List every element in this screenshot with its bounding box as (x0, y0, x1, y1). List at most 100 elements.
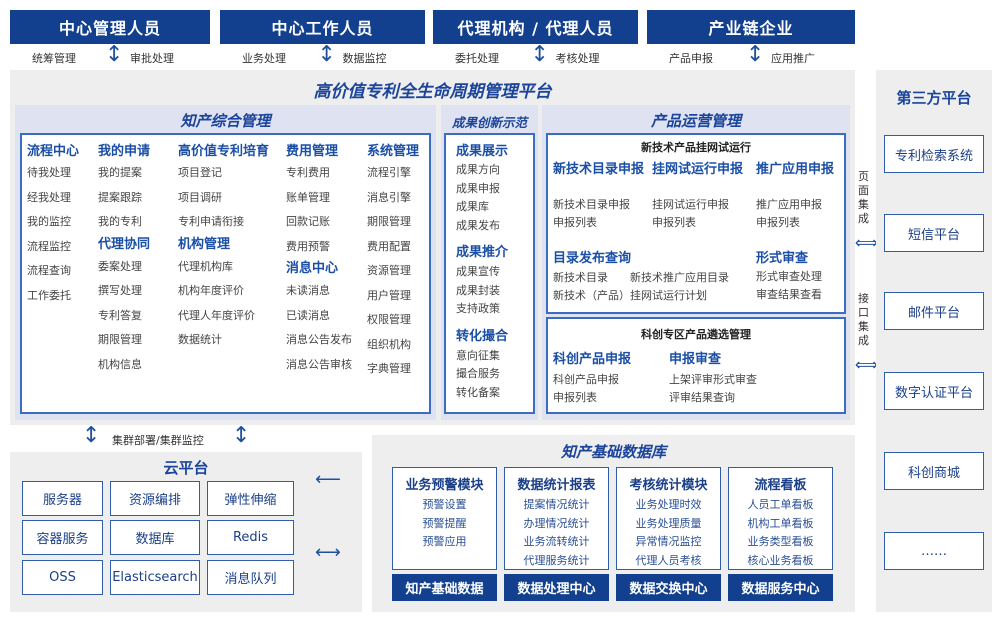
db-module-item[interactable]: 业务处理时效 (635, 498, 702, 511)
db-center[interactable]: 数据处理中心 (504, 574, 609, 601)
db-module-item[interactable]: 业务处理质量 (635, 516, 702, 530)
menu-item[interactable]: 已读消息 (286, 308, 330, 322)
menu-item[interactable]: 评审结果查询 (669, 391, 735, 404)
menu-item[interactable]: 我的监控 (27, 215, 71, 228)
third-party-item[interactable]: 短信平台 (884, 214, 984, 252)
cloud-service[interactable]: Elasticsearch (110, 560, 200, 595)
db-module-item[interactable]: 核心业务看板 (747, 553, 814, 567)
menu-item[interactable]: 新技术目录申报 (553, 198, 630, 211)
db-center[interactable]: 数据服务中心 (728, 574, 833, 601)
menu-item[interactable]: 资源管理 (367, 264, 411, 277)
menu-item[interactable]: 成果封装 (456, 283, 500, 297)
third-party-item[interactable]: 邮件平台 (884, 292, 984, 330)
menu-item[interactable]: 数据统计 (178, 333, 222, 346)
menu-item[interactable]: 委案处理 (98, 259, 142, 273)
third-party-item[interactable]: 科创商城 (884, 452, 984, 490)
menu-item[interactable]: 成果发布 (456, 218, 500, 232)
cloud-service[interactable]: 消息队列 (207, 560, 294, 595)
menu-item[interactable]: 申报列表 (553, 216, 597, 229)
menu-item[interactable]: 消息公告审核 (286, 357, 352, 371)
db-module-item[interactable]: 预警设置 (422, 498, 467, 511)
menu-item[interactable]: 费用预警 (286, 239, 330, 253)
menu-item[interactable]: 账单管理 (286, 190, 330, 204)
cloud-service[interactable]: Redis (207, 520, 294, 555)
menu-item[interactable]: 成果申报 (456, 181, 500, 195)
menu-item[interactable]: 流程引擎 (367, 166, 411, 179)
db-module-item[interactable]: 预警应用 (422, 535, 467, 548)
menu-item[interactable]: 代理人年度评价 (178, 308, 255, 322)
menu-item[interactable]: 新技术推广应用目录 (630, 271, 729, 284)
double-arrow-icon: ⟺ (855, 355, 878, 374)
menu-item[interactable]: 消息公告发布 (286, 333, 352, 346)
menu-item[interactable]: 撮合服务 (456, 367, 500, 380)
menu-item[interactable]: 支持政策 (456, 302, 500, 315)
third-party-item[interactable]: 专利检索系统 (884, 135, 984, 173)
db-module-item[interactable]: 办理情况统计 (523, 516, 590, 530)
db-module-item[interactable]: 代理人员考核 (635, 553, 702, 567)
menu-item[interactable]: 流程监控 (27, 239, 71, 253)
menu-item[interactable]: 挂网试运行申报 (652, 198, 729, 211)
db-module-item[interactable]: 异常情况监控 (635, 535, 702, 548)
menu-item[interactable]: 专利费用 (286, 166, 330, 179)
menu-item[interactable]: 转化备案 (456, 385, 500, 399)
menu-item[interactable]: 机构信息 (98, 357, 142, 371)
menu-item[interactable]: 意向征集 (456, 348, 500, 362)
third-party-item[interactable]: …… (884, 532, 984, 570)
menu-item[interactable]: 期限管理 (367, 215, 411, 228)
cloud-service[interactable]: OSS (22, 560, 103, 595)
menu-item[interactable]: 回款记账 (286, 215, 330, 228)
menu-item[interactable]: 专利答复 (98, 308, 142, 322)
menu-item[interactable]: 权限管理 (367, 313, 411, 326)
db-center[interactable]: 数据交换中心 (616, 574, 721, 601)
menu-item[interactable]: 提案跟踪 (98, 190, 142, 204)
db-module-item[interactable]: 预警提醒 (422, 516, 467, 530)
menu-item[interactable]: 撰写处理 (98, 284, 142, 297)
menu-item[interactable]: 申报列表 (652, 216, 696, 229)
menu-item[interactable]: 成果方向 (456, 163, 500, 176)
menu-item[interactable]: 用户管理 (367, 288, 411, 302)
db-module-item[interactable]: 业务类型看板 (747, 535, 814, 548)
menu-item[interactable]: 期限管理 (98, 333, 142, 346)
menu-item[interactable]: 流程查询 (27, 264, 71, 277)
db-module-item[interactable]: 机构工单看板 (747, 516, 814, 530)
menu-item[interactable]: 成果宣传 (456, 265, 500, 278)
menu-item[interactable]: 字典管理 (367, 362, 411, 375)
menu-item[interactable]: 上架评审形式审查 (669, 373, 757, 386)
menu-item[interactable]: 科创产品申报 (553, 373, 619, 386)
cloud-service[interactable]: 弹性伸缩 (207, 481, 294, 516)
menu-item[interactable]: 形式审查处理 (756, 270, 822, 283)
menu-item[interactable]: 成果库 (456, 200, 489, 213)
third-party-item[interactable]: 数字认证平台 (884, 372, 984, 410)
menu-item[interactable]: 组织机构 (367, 337, 411, 351)
menu-item[interactable]: 未读消息 (286, 284, 330, 297)
menu-item[interactable]: 项目调研 (178, 190, 222, 204)
menu-item[interactable]: 工作委托 (27, 288, 71, 302)
menu-item[interactable]: 新技术（产品）挂网试运行计划 (553, 289, 707, 302)
cloud-service[interactable]: 容器服务 (22, 520, 103, 555)
menu-item[interactable]: 我的提案 (98, 166, 142, 179)
cloud-service[interactable]: 资源编排 (110, 481, 200, 516)
db-module-item[interactable]: 业务流转统计 (523, 535, 590, 548)
db-module-item[interactable]: 人员工单看板 (747, 498, 814, 511)
db-module: 考核统计模块业务处理时效业务处理质量异常情况监控代理人员考核 (616, 467, 721, 570)
menu-item[interactable]: 申报列表 (756, 216, 800, 229)
menu-item[interactable]: 新技术目录 (553, 271, 608, 284)
menu-item[interactable]: 项目登记 (178, 166, 222, 179)
db-module-item[interactable]: 提案情况统计 (523, 498, 590, 511)
cloud-service[interactable]: 服务器 (22, 481, 103, 516)
cloud-service[interactable]: 数据库 (110, 520, 200, 555)
menu-item[interactable]: 机构年度评价 (178, 284, 244, 297)
menu-item[interactable]: 经我处理 (27, 190, 71, 204)
menu-item[interactable]: 推广应用申报 (756, 198, 822, 211)
menu-item[interactable]: 申报列表 (553, 391, 597, 404)
menu-item[interactable]: 审查结果查看 (756, 288, 822, 301)
db-module-item[interactable]: 代理服务统计 (523, 553, 590, 567)
menu-item[interactable]: 我的专利 (98, 215, 142, 228)
menu-item[interactable]: 待我处理 (27, 166, 71, 179)
group-head: 高价值专利培育 (178, 144, 270, 159)
menu-item[interactable]: 费用配置 (367, 239, 411, 253)
menu-item[interactable]: 代理机构库 (178, 259, 233, 273)
db-center[interactable]: 知产基础数据 (392, 574, 497, 601)
menu-item[interactable]: 消息引擎 (367, 190, 411, 204)
menu-item[interactable]: 专利申请衔接 (178, 215, 244, 228)
